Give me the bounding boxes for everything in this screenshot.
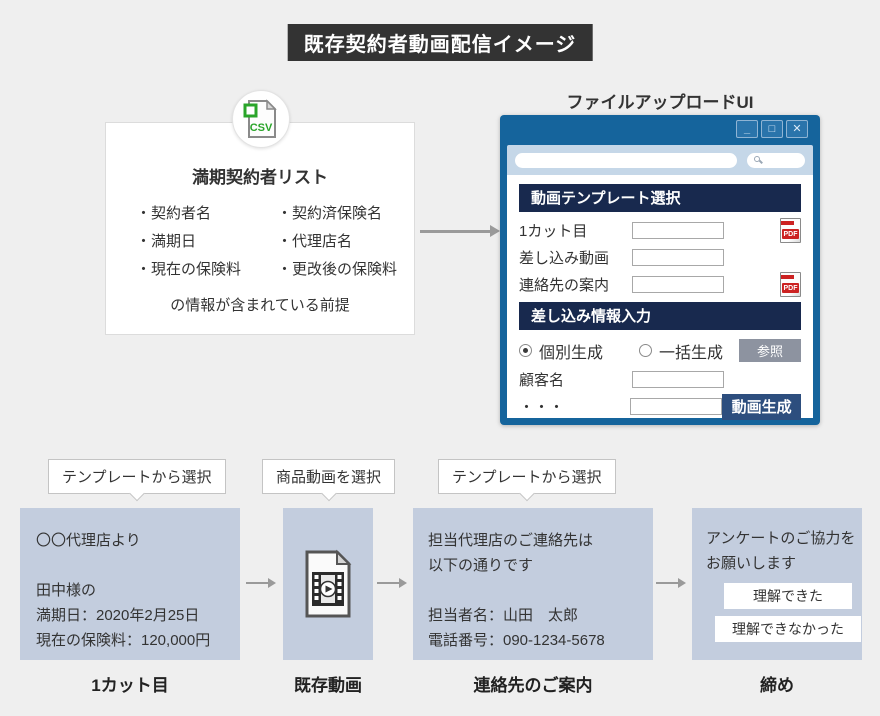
flow-text-line: 以下の通りです — [428, 557, 534, 574]
merge-video-label: 差し込み動画 — [519, 250, 610, 267]
flow-text-line — [428, 578, 653, 603]
tooltip-template-select-2: テンプレートから選択 — [438, 459, 616, 494]
source-bullet-columns: ・契約者名 ・満期日 ・現在の保険料 ・契約済保険名 ・代理店名 ・更改後の保険… — [106, 188, 414, 284]
survey-understood-button[interactable]: 理解できた — [724, 583, 852, 609]
minimize-button[interactable]: _ — [736, 120, 758, 138]
bullet-item: ・更改後の保険料 — [277, 261, 398, 278]
form-row-customer: 顧客名 — [519, 366, 801, 393]
source-panel-title: 満期契約者リスト — [192, 168, 328, 187]
bullet-column-right: ・契約済保険名 ・代理店名 ・更改後の保険料 — [277, 200, 397, 284]
radio-individual-label: 個別生成 — [539, 344, 604, 362]
customer-name-label: 顧客名 — [519, 372, 565, 389]
bullet-item: ・現在の保険料 — [136, 261, 242, 278]
flow-step-closing: アンケートのご協力を お願いします 理解できた 理解できなかった — [692, 508, 862, 660]
flow-text-line: 担当代理店のご連絡先は — [428, 532, 594, 549]
address-input[interactable] — [515, 152, 737, 168]
form-row-merge-video: 差し込み動画 — [519, 244, 801, 271]
merge-section-header: 差し込み情報入力 — [519, 302, 801, 330]
maximize-button[interactable]: □ — [761, 120, 783, 138]
flow-step-cut1: 〇〇代理店より 田中様の 満期日：2020年2月25日 現在の保険料：120,0… — [20, 508, 240, 660]
radio-individual-generation[interactable] — [519, 344, 532, 357]
svg-text:CSV: CSV — [250, 122, 273, 134]
survey-not-understood-button[interactable]: 理解できなかった — [715, 616, 861, 642]
window-content: 動画テンプレート選択 1カット目 PDF 差し込み動画 連絡先の案内 PDF 差… — [507, 175, 813, 420]
flow-step-contact-guide: 担当代理店のご連絡先は 以下の通りです 担当者名：山田 太郎 電話番号：090-… — [413, 508, 653, 660]
flow-text-line: 田中様の — [36, 582, 97, 599]
flow-text-line — [36, 553, 240, 578]
template-section-header: 動画テンプレート選択 — [519, 184, 801, 212]
bullet-item: ・契約済保険名 — [277, 205, 383, 222]
pdf-file-icon: PDF — [780, 272, 801, 297]
merge-video-input[interactable] — [632, 249, 724, 266]
video-file-icon — [305, 549, 352, 618]
search-icon — [754, 155, 760, 162]
radio-batch-label: 一括生成 — [659, 344, 724, 362]
flow-text-line: 満期日：2020年2月25日 — [36, 607, 200, 624]
bullet-item: ・満期日 — [136, 233, 197, 250]
generation-mode-row: 個別生成 一括生成 参照 — [519, 335, 801, 366]
expiring-contract-list-panel: 満期契約者リスト ・契約者名 ・満期日 ・現在の保険料 ・契約済保険名 ・代理店… — [105, 122, 415, 335]
search-box[interactable] — [747, 152, 805, 168]
pdf-file-icon: PDF — [780, 218, 801, 243]
generate-video-button[interactable]: 動画生成 — [722, 393, 801, 420]
cut1-input[interactable] — [632, 222, 724, 239]
flow-caption-closing: 締め — [760, 676, 794, 695]
pdf-label: PDF — [782, 283, 799, 293]
bullet-item: ・契約者名 — [136, 205, 212, 222]
cut1-label: 1カット目 — [519, 223, 588, 240]
customer-name-input[interactable] — [632, 371, 724, 388]
csv-document-icon: CSV — [243, 99, 277, 138]
window-controls: _ □ ✕ — [736, 120, 808, 138]
tooltip-product-video-select: 商品動画を選択 — [262, 459, 396, 494]
flow-caption-cut1: 1カット目 — [91, 676, 169, 695]
flow-arrow-right — [656, 577, 687, 589]
flow-text-line: 現在の保険料：120,000円 — [36, 632, 211, 649]
flow-caption-contact-guide: 連絡先のご案内 — [473, 676, 593, 695]
flow-step-existing-video — [283, 508, 373, 660]
flow-text-line: アンケートのご協力を — [706, 530, 856, 547]
page-title: 既存契約者動画配信イメージ — [287, 24, 593, 61]
bullet-item: ・代理店名 — [277, 233, 353, 250]
more-fields-label: ・・・ — [519, 399, 565, 416]
tooltip-template-select-1: テンプレートから選択 — [48, 459, 226, 494]
pdf-stripe — [781, 221, 794, 225]
contact-guide-label: 連絡先の案内 — [519, 277, 610, 294]
flow-text-line: お願いします — [706, 555, 797, 572]
form-row-cut1: 1カット目 PDF — [519, 217, 801, 244]
browser-address-bar — [507, 145, 813, 175]
form-row-contact-guide: 連絡先の案内 PDF — [519, 271, 801, 298]
pdf-label: PDF — [782, 229, 799, 239]
flow-text-line: 電話番号：090-1234-5678 — [428, 632, 605, 649]
upload-ui-caption: ファイルアップロードUI — [566, 93, 754, 112]
flow-arrow-right — [246, 577, 277, 589]
flow-text-line: 〇〇代理店より — [36, 532, 141, 549]
file-upload-window: _ □ ✕ 動画テンプレート選択 1カット目 PDF 差し込み動画 連絡先の案内 — [500, 115, 820, 425]
pdf-stripe — [781, 275, 794, 279]
bullet-column-left: ・契約者名 ・満期日 ・現在の保険料 — [136, 200, 241, 284]
browse-button[interactable]: 参照 — [739, 339, 801, 362]
close-button[interactable]: ✕ — [786, 120, 808, 138]
radio-batch-generation[interactable] — [639, 344, 653, 357]
flow-arrow-right — [420, 223, 500, 239]
form-row-more: ・・・ 動画生成 — [519, 393, 801, 420]
contact-guide-input[interactable] — [632, 276, 724, 293]
more-fields-input[interactable] — [630, 398, 723, 415]
flow-caption-existing-video: 既存動画 — [294, 676, 362, 695]
flow-arrow-right — [377, 577, 408, 589]
flow-text-line: 担当者名：山田 太郎 — [428, 607, 579, 624]
source-panel-footer: の情報が含まれている前提 — [170, 297, 350, 314]
csv-file-icon: CSV — [232, 90, 290, 148]
